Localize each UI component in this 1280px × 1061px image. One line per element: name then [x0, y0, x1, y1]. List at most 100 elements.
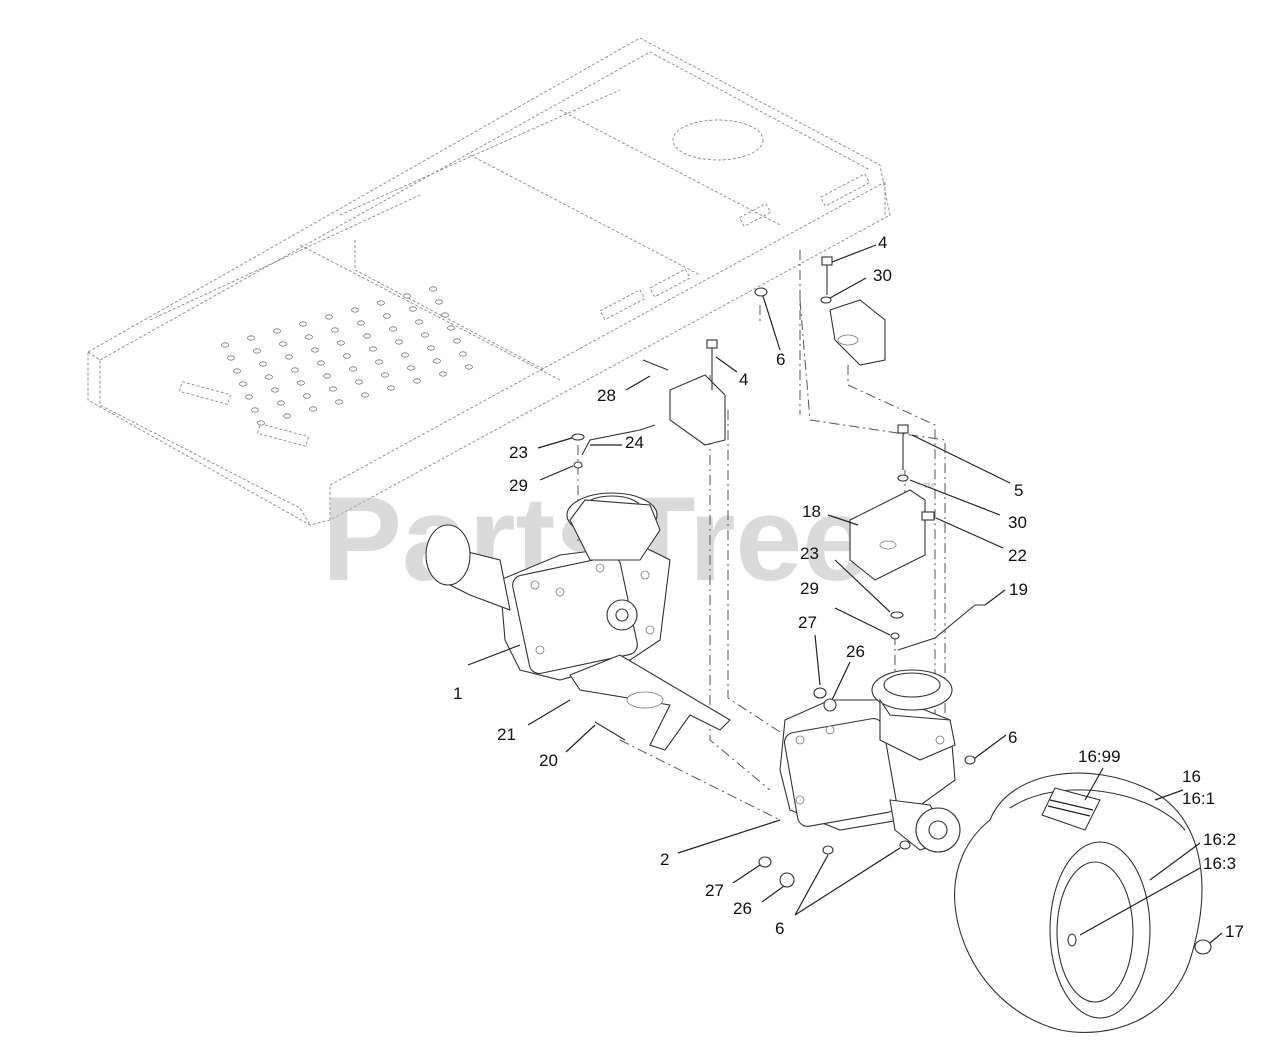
chassis-hole — [305, 334, 313, 340]
callout-17: 17 — [1225, 922, 1244, 941]
pin-28 — [642, 359, 669, 371]
chassis-hole — [383, 313, 391, 319]
chassis-hole — [335, 399, 343, 405]
callout-16-2: 16:2 — [1203, 830, 1236, 849]
chassis-hole — [285, 354, 293, 360]
nut-6-lower-a — [822, 845, 834, 855]
callout-16-3: 16:3 — [1203, 854, 1236, 873]
chassis-hole — [299, 321, 307, 327]
chassis-hole — [421, 332, 429, 338]
callout-30-lower: 30 — [1008, 513, 1027, 532]
chassis-hole — [331, 327, 339, 333]
chassis-hole — [271, 387, 279, 393]
bracket-18 — [849, 489, 926, 581]
chassis-hole — [317, 360, 325, 366]
nut-6-lower-b — [899, 840, 911, 850]
callout-19: 19 — [1009, 580, 1028, 599]
leader-lines — [467, 244, 1223, 944]
chassis-hole — [377, 300, 385, 306]
callout-23-lower: 23 — [800, 544, 819, 563]
chassis-hole — [309, 406, 317, 412]
chassis-hole — [407, 365, 415, 371]
chassis-hole — [343, 353, 351, 359]
hardware — [571, 256, 1212, 955]
chassis-hole — [413, 378, 421, 384]
chassis-hole — [435, 299, 443, 305]
washer-27-lower — [758, 856, 772, 868]
bracket-upper-left — [669, 374, 726, 446]
chassis-hole — [323, 373, 331, 379]
callout-20: 20 — [539, 751, 558, 770]
callout-18: 18 — [802, 502, 821, 521]
left-transaxle — [425, 492, 671, 681]
spacer-22 — [921, 511, 935, 521]
chassis-hole — [387, 385, 395, 391]
callout-27-lower: 27 — [705, 881, 724, 900]
chassis-hole — [351, 307, 359, 313]
chassis-hole — [349, 366, 357, 372]
chassis-hole — [303, 393, 311, 399]
clip-23-lower — [890, 611, 904, 619]
chassis-hole — [283, 413, 291, 419]
chassis-hole — [409, 306, 417, 312]
callouts: 4 30 6 4 28 23 24 29 5 30 18 22 23 19 29… — [453, 233, 1244, 941]
callout-16: 16 — [1182, 767, 1201, 786]
chassis-hole — [361, 392, 369, 398]
chassis-hole — [375, 359, 383, 365]
bracket-upper-right — [829, 299, 886, 366]
callout-26-upper: 26 — [846, 642, 865, 661]
chassis-hole — [429, 286, 437, 292]
chassis-hole — [415, 319, 423, 325]
washer-29-upper — [573, 461, 583, 469]
lug-nut-17 — [1194, 939, 1212, 955]
chassis-hole — [459, 351, 467, 357]
chassis-hole — [389, 326, 397, 332]
chassis-hole — [251, 407, 259, 413]
right-transaxle — [779, 669, 961, 853]
chassis-hole — [265, 374, 273, 380]
callout-5: 5 — [1014, 481, 1023, 500]
callout-30-upper: 30 — [873, 266, 892, 285]
chassis-hole — [221, 342, 229, 348]
washer-29-lower — [890, 632, 900, 640]
callout-29-lower: 29 — [800, 579, 819, 598]
callout-23-upper: 23 — [509, 443, 528, 462]
pin-20 — [594, 721, 626, 741]
washer-30-lower — [897, 474, 909, 482]
chassis-hole-grid — [221, 286, 473, 426]
chassis-hole — [259, 361, 267, 367]
chassis-hole — [381, 372, 389, 378]
chassis-hole — [325, 314, 333, 320]
chassis-hole — [245, 394, 253, 400]
washer-27-upper — [813, 687, 827, 699]
chassis-hole — [297, 380, 305, 386]
chassis-hole — [291, 367, 299, 373]
chassis-hole — [355, 379, 363, 385]
callout-26-lower: 26 — [733, 899, 752, 918]
clip-23-upper — [571, 433, 585, 441]
callout-2: 2 — [660, 850, 669, 869]
callout-16-1: 16:1 — [1182, 789, 1215, 808]
callout-16-99: 16:99 — [1078, 747, 1121, 766]
chassis-hole — [273, 328, 281, 334]
chassis-hole — [357, 320, 365, 326]
chassis-hole — [247, 335, 255, 341]
chassis-hole — [439, 371, 447, 377]
callout-24: 24 — [625, 433, 644, 452]
chassis-hole — [233, 368, 241, 374]
callout-4-upper: 4 — [878, 233, 887, 252]
chassis-hole — [433, 358, 441, 364]
chassis-hole — [441, 312, 449, 318]
chassis-hole — [227, 355, 235, 361]
chassis-hole — [329, 386, 337, 392]
chassis-hole — [403, 293, 411, 299]
chassis-hole — [395, 339, 403, 345]
callout-21: 21 — [497, 725, 516, 744]
callout-22: 22 — [1008, 546, 1027, 565]
bracket-21 — [569, 654, 731, 751]
chassis-hole — [253, 348, 261, 354]
chassis-hole — [401, 352, 409, 358]
rod-24 — [581, 424, 656, 456]
brackets — [569, 299, 926, 751]
